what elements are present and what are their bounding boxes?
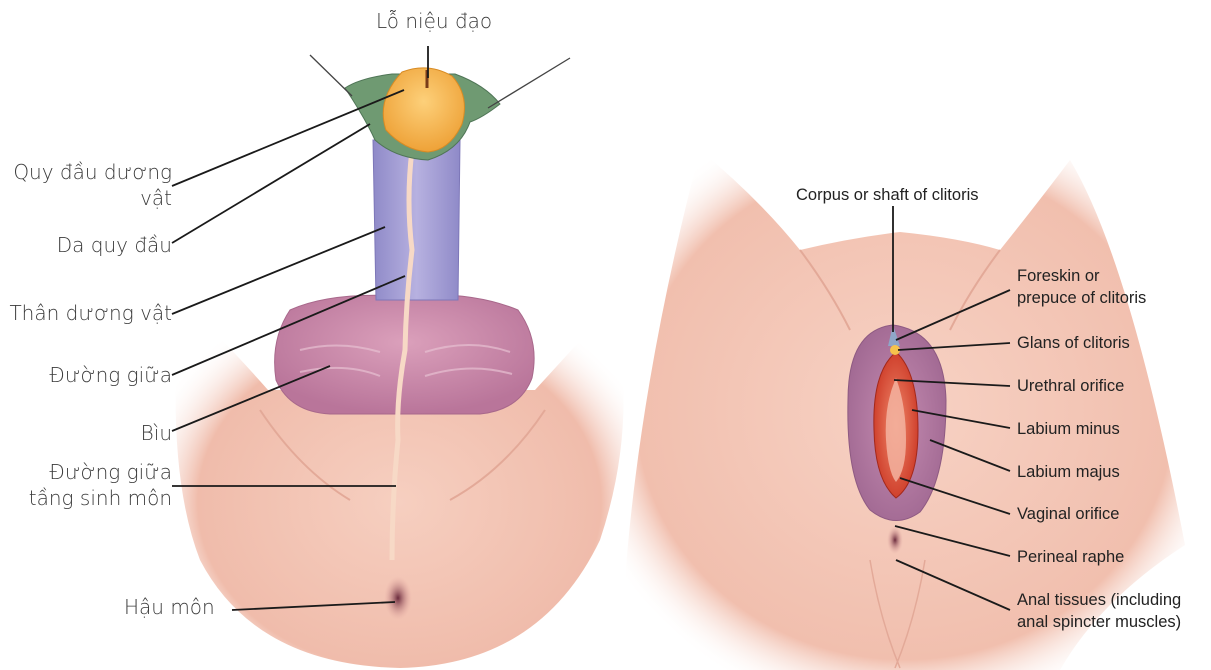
label-labium-minus: Labium minus — [1017, 418, 1120, 440]
label-vaginal-orifice: Vaginal orifice — [1017, 503, 1119, 525]
label-anal-tissues: Anal tissues (including anal spincter mu… — [1017, 589, 1181, 633]
label-anus: Hậu môn — [124, 594, 215, 620]
label-labium-majus: Labium majus — [1017, 461, 1120, 483]
label-perineal-raphe: Perineal raphe — [1017, 546, 1124, 568]
label-perineal-midline-line2: tầng sinh môn — [29, 485, 172, 511]
label-anal-tissues-line2: anal spincter muscles) — [1017, 611, 1181, 633]
label-glans-penis: Quy đầu dương vật — [13, 159, 172, 211]
label-scrotum: Bìu — [141, 420, 172, 446]
male-illustration — [176, 55, 624, 668]
label-shaft: Thân dương vật — [9, 300, 172, 326]
label-perineal-midline: Đường giữa tầng sinh môn — [29, 459, 172, 511]
label-urethral-opening: Lỗ niệu đạo — [376, 8, 492, 34]
label-clitoral-prepuce-line1: Foreskin or — [1017, 265, 1146, 287]
glans-shape — [383, 68, 464, 152]
label-glans-penis-line2: vật — [13, 185, 172, 211]
penis-shaft-shape — [373, 140, 460, 300]
male-anus-shape — [384, 576, 412, 620]
label-clitoral-prepuce: Foreskin or prepuce of clitoris — [1017, 265, 1146, 309]
label-clitoral-prepuce-line2: prepuce of clitoris — [1017, 287, 1146, 309]
label-clitoris-glans: Glans of clitoris — [1017, 332, 1130, 354]
label-glans-penis-line1: Quy đầu dương — [13, 159, 172, 185]
label-urethral-orifice: Urethral orifice — [1017, 375, 1124, 397]
label-foreskin: Da quy đầu — [57, 232, 172, 258]
label-midline: Đường giữa — [49, 362, 172, 388]
label-anal-tissues-line1: Anal tissues (including — [1017, 589, 1181, 611]
label-clitoris-corpus: Corpus or shaft of clitoris — [796, 184, 978, 206]
label-perineal-midline-line1: Đường giữa — [29, 459, 172, 485]
